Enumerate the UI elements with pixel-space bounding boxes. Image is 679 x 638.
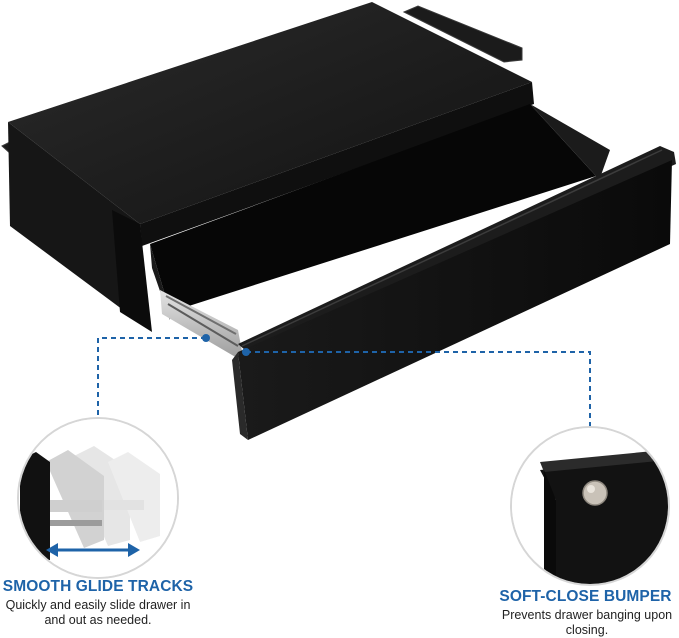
bumper-icon xyxy=(582,480,608,506)
leader-line-left xyxy=(97,337,206,420)
feature-description: Prevents drawer banging upon closing. xyxy=(501,608,673,637)
housing-top xyxy=(8,2,532,224)
drawer-front-panel xyxy=(238,160,672,440)
callout-dot-left xyxy=(202,334,210,342)
drawer-front-lip xyxy=(238,146,676,356)
callout-lines xyxy=(97,337,591,428)
feature-title: SMOOTH GLIDE TRACKS xyxy=(2,578,194,595)
glide-track xyxy=(160,290,244,362)
callout-dot-right xyxy=(242,348,250,356)
leader-line-right xyxy=(246,351,591,428)
drawer-unit xyxy=(1,2,676,440)
glide-tracks-callout xyxy=(17,417,179,579)
double-arrow-icon xyxy=(46,543,140,557)
feature-glide-tracks: SMOOTH GLIDE TRACKS Quickly and easily s… xyxy=(0,578,196,628)
housing-left-side xyxy=(8,122,150,330)
feature-description: Quickly and easily slide drawer in and o… xyxy=(5,598,191,627)
feature-title: SOFT-CLOSE BUMPER xyxy=(499,588,672,605)
drawer-interior xyxy=(150,104,596,312)
feature-soft-close-bumper: SOFT-CLOSE BUMPER Prevents drawer bangin… xyxy=(492,588,679,638)
soft-close-callout xyxy=(510,426,670,586)
mount-bracket-right xyxy=(402,5,523,63)
